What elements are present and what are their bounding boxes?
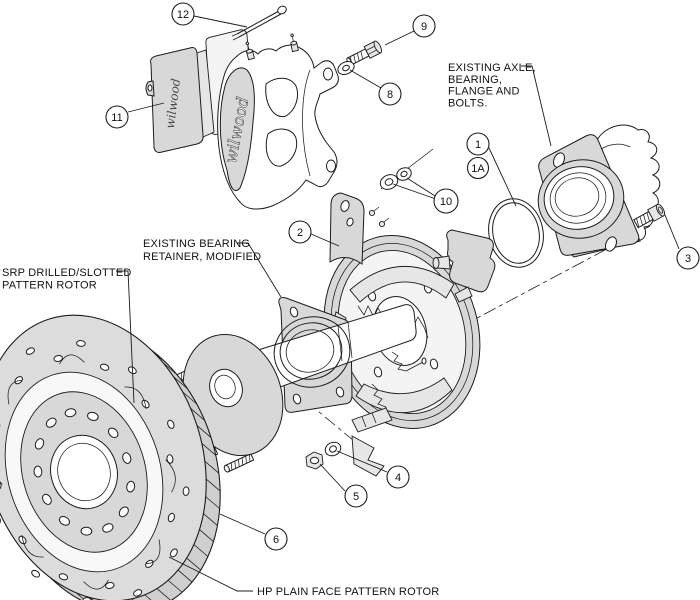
caliper-window [265, 77, 299, 118]
callout-5: 5 [319, 463, 368, 508]
bleed-screw [290, 33, 299, 53]
caliper-side-panel [219, 67, 255, 192]
callout-number: 11 [111, 112, 122, 124]
callout-circle [466, 132, 490, 156]
callout-number: 4 [395, 472, 401, 484]
leader-line [392, 183, 437, 200]
caliper: wilwood [217, 33, 339, 210]
leader-line [310, 233, 340, 247]
brake-shoe-lower [355, 377, 453, 414]
bolt-3 [633, 203, 666, 229]
flange-bolt-hole [553, 152, 565, 168]
callout-circle [378, 82, 402, 106]
callout-11: 11 [105, 102, 165, 129]
callout-circle [344, 484, 368, 508]
callout-circle [433, 188, 459, 214]
callout-circle [466, 156, 490, 180]
callout-4: 4 [336, 450, 410, 489]
callout-number: 1 [475, 139, 481, 151]
callout-2: 2 [288, 220, 340, 247]
callout-circle [386, 465, 410, 489]
parking-lever [351, 435, 385, 477]
callout-10: 10 [392, 177, 459, 214]
washers-10 [379, 148, 434, 190]
callout-1A: 1A [466, 156, 490, 180]
washer-4 [324, 441, 342, 457]
callout-number: 1A [471, 163, 485, 175]
callout-circle [288, 220, 312, 244]
cotter-pin [231, 5, 287, 41]
callout-circle [171, 2, 195, 26]
bearing-rings [273, 316, 351, 388]
brake-shoe-upper [349, 266, 455, 303]
wheel-hub [182, 333, 284, 457]
callout-6: 6 [219, 513, 288, 551]
caliper-bracket [432, 229, 496, 303]
leader-line [237, 242, 282, 298]
callout-number: 8 [387, 89, 393, 101]
axle-flange [537, 134, 641, 258]
callout-number: 9 [421, 21, 427, 33]
leader-line [127, 102, 165, 113]
leader-line [488, 147, 517, 207]
rotor-slots [0, 354, 176, 590]
caliper-window [265, 128, 298, 167]
rotor-bore [50, 434, 118, 510]
callout-circle [676, 246, 700, 270]
rotor [0, 314, 221, 600]
callout-circle [412, 14, 436, 38]
pad-brand-text: wilwood [163, 77, 183, 129]
callout-3: 3 [664, 214, 700, 270]
leader-line [116, 270, 135, 404]
rotor-drill-holes [0, 340, 190, 600]
caliper-lug-hole [323, 67, 333, 81]
caliper-lug-hole [326, 159, 336, 173]
flange-bore [537, 159, 625, 239]
leader-line [319, 463, 346, 492]
leader-line [219, 513, 266, 535]
outer-pad [150, 47, 204, 153]
callout-circle [264, 527, 288, 551]
rotor-lug-holes [33, 408, 136, 536]
leader-line [168, 556, 253, 592]
callout-number: 10 [440, 196, 452, 208]
leader-line [384, 30, 415, 46]
callout-number: 5 [353, 491, 359, 503]
leader-line [193, 15, 248, 28]
callout-number: 6 [273, 534, 279, 546]
leader-line [664, 214, 680, 250]
label-hp-rotor: HP PLAIN FACE PATTERN ROTOR [168, 556, 439, 598]
callout-number: 3 [685, 253, 691, 265]
leader-line [336, 450, 388, 473]
callout-9: 9 [384, 14, 436, 46]
label-text: HP PLAIN FACE PATTERN ROTOR [257, 586, 439, 598]
flange-bolt-hole [605, 236, 617, 252]
leader-line [406, 177, 436, 197]
callout-8: 8 [349, 69, 402, 106]
callout-circle [105, 105, 129, 129]
wheel-stud [223, 453, 255, 473]
nut-5 [305, 451, 324, 470]
callout-12: 12 [171, 2, 248, 28]
leader-line [521, 65, 552, 147]
adjuster [351, 407, 393, 433]
leader-line [349, 69, 382, 89]
strut-spring [391, 351, 407, 372]
callout-1: 1 [466, 132, 517, 207]
bleed-screw [245, 41, 255, 61]
washer-8 [337, 60, 355, 76]
callout-number: 12 [177, 9, 189, 21]
callout-number: 2 [297, 227, 303, 239]
